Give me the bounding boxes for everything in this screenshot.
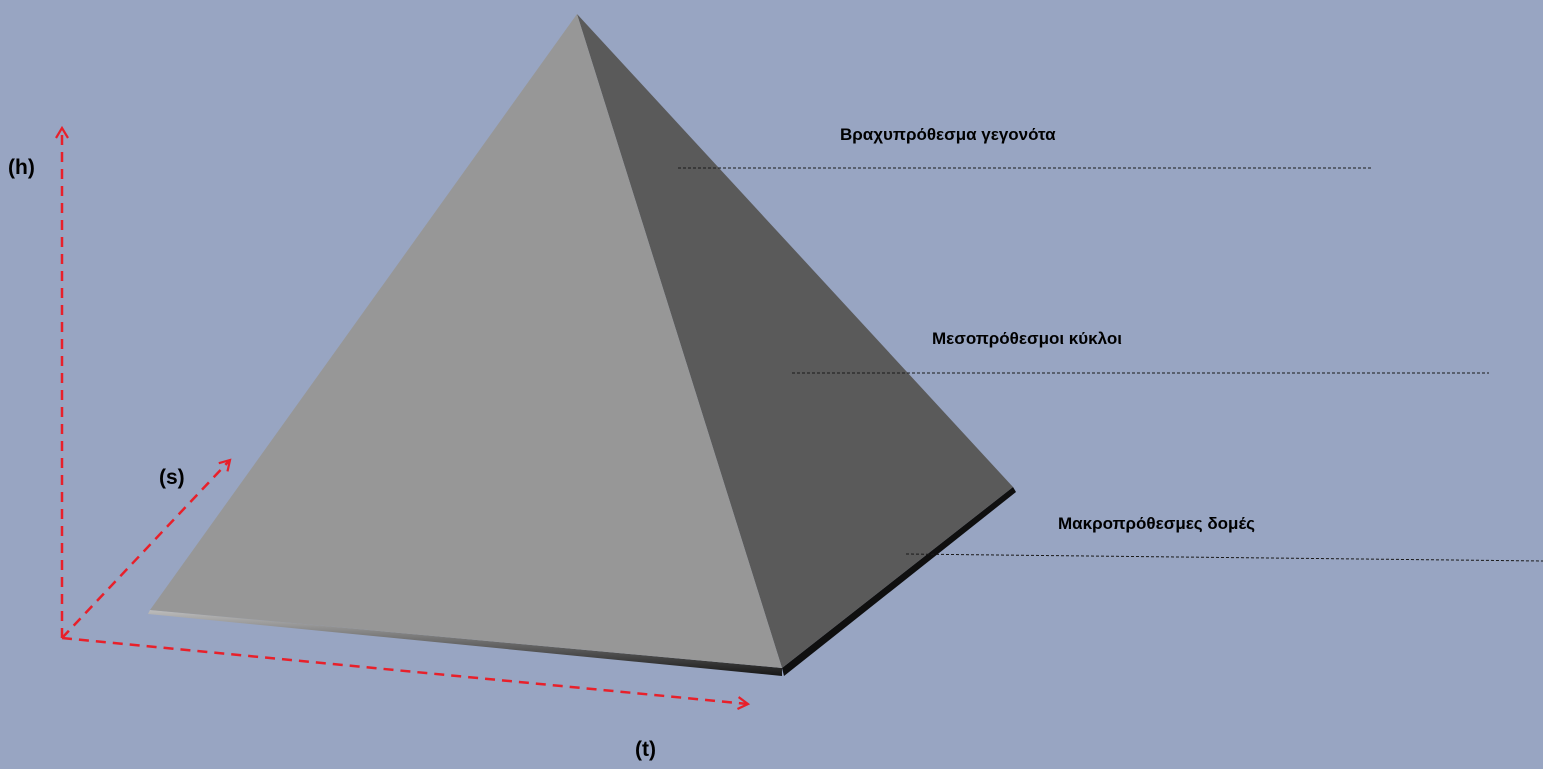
s-axis-arrow (61, 458, 232, 639)
pyramid-side-base-edge (782, 487, 1016, 676)
pyramid-front-base-edge (148, 610, 782, 676)
level-label-long-term: Μακροπρόθεσμες δομές (1058, 514, 1255, 533)
h-axis-label: (h) (8, 156, 35, 179)
t-axis-arrow (61, 636, 751, 711)
level-label-short-term: Βραχυπρόθεσμα γεγονότα (840, 125, 1056, 144)
t-axis-label: (t) (635, 738, 656, 761)
s-axis-label: (s) (159, 466, 185, 489)
level-guide-line-long-term (905, 553, 1543, 562)
level-label-mid-term: Μεσοπρόθεσμοι κύκλοι (932, 329, 1123, 348)
pyramid-side-face (577, 14, 1013, 668)
pyramid-front-face (150, 14, 782, 668)
